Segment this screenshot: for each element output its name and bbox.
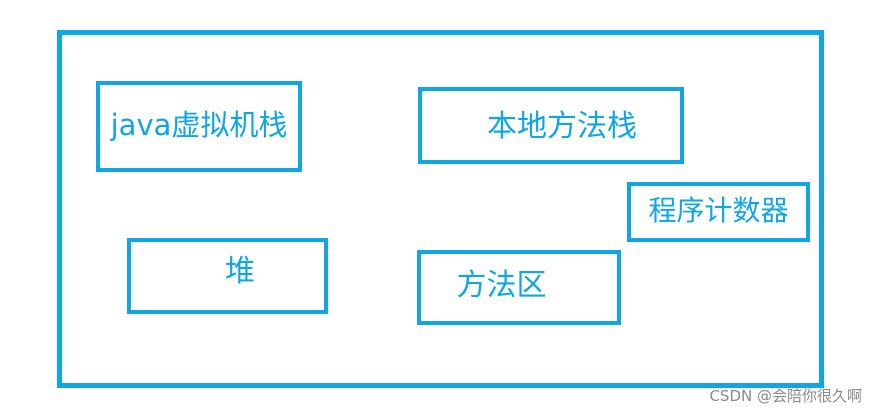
native-method-stack-box: 本地方法栈 bbox=[418, 87, 684, 164]
watermark: CSDN @会陪你很久啊 bbox=[709, 387, 862, 405]
method-area-label: 方法区 bbox=[456, 267, 547, 303]
native-method-stack-label: 本地方法栈 bbox=[487, 108, 637, 144]
program-counter-box: 程序计数器 bbox=[627, 182, 810, 242]
jvm-stack-label: java虚拟机栈 bbox=[110, 108, 288, 142]
heap-label: 堆 bbox=[225, 254, 255, 289]
program-counter-label: 程序计数器 bbox=[648, 194, 789, 227]
method-area-box: 方法区 bbox=[417, 250, 621, 325]
jvm-stack-box: java虚拟机栈 bbox=[96, 81, 302, 172]
heap-box: 堆 bbox=[127, 238, 328, 314]
jvm-memory-container bbox=[57, 30, 824, 388]
